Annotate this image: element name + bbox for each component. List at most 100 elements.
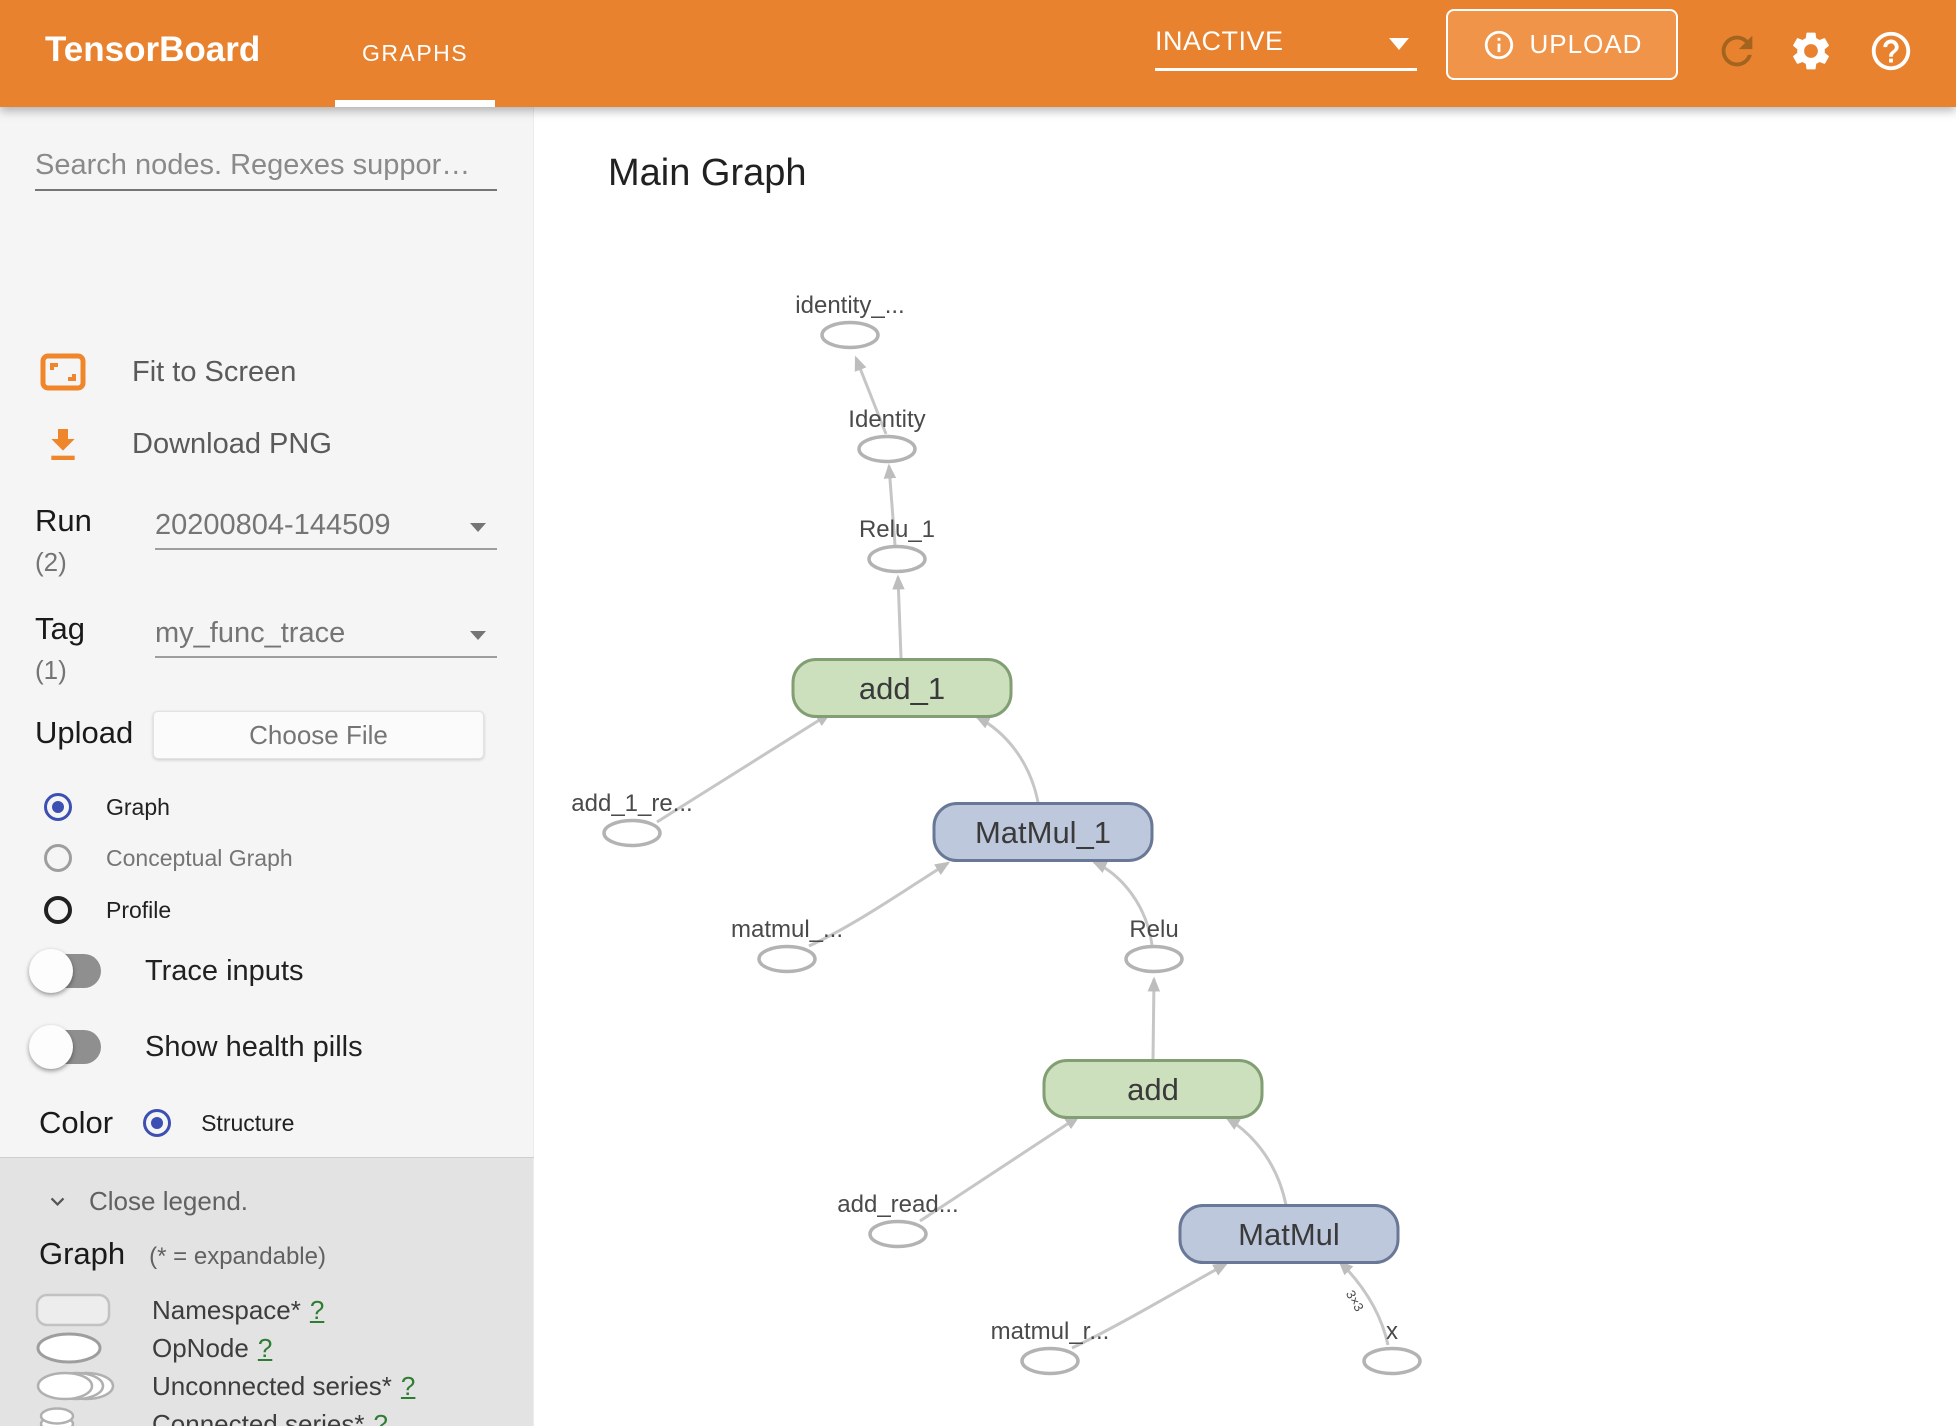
refresh-icon[interactable] — [1714, 28, 1760, 74]
radio-button-icon[interactable] — [44, 896, 72, 924]
legend-item-label: Namespace* — [152, 1294, 301, 1325]
tab-graphs-underline — [335, 100, 495, 107]
fit-to-screen-icon — [40, 353, 86, 391]
legend-help-link[interactable]: ? — [309, 1294, 325, 1325]
legend-item-connected-series: Connected series*? — [35, 1404, 388, 1426]
choose-file-button[interactable]: Choose File — [153, 711, 484, 759]
toggle-track[interactable] — [29, 949, 101, 993]
node-label: add_1_re... — [571, 790, 692, 817]
toggle-label: Trace inputs — [145, 954, 304, 987]
run-dropdown-arrow-icon[interactable] — [470, 523, 486, 532]
run-label: Run — [35, 503, 92, 538]
graph-node-Identity[interactable]: Identity — [848, 406, 926, 464]
run-underline — [155, 548, 497, 550]
toggle-trace-inputs[interactable]: Trace inputs — [29, 949, 304, 993]
graph-node-Relu[interactable]: Relu — [1124, 916, 1184, 974]
radio-label: Conceptual Graph — [106, 844, 293, 871]
toggle-knob[interactable] — [29, 949, 73, 993]
toggle-show-health-pills[interactable]: Show health pills — [29, 1025, 363, 1069]
radio-label: Graph — [106, 793, 170, 820]
app-header: TensorBoard GRAPHS INACTIVE UPLOAD — [0, 0, 1956, 107]
search-input[interactable] — [35, 141, 497, 191]
graph-node-Relu_1[interactable]: Relu_1 — [859, 516, 935, 574]
run-dropdown[interactable]: 20200804-144509 — [155, 509, 391, 541]
graph-node-matmul_read_1[interactable]: matmul_... — [731, 916, 843, 974]
reload-interval-dropdown[interactable]: INACTIVE — [1155, 26, 1417, 71]
edge-add_read-to-add — [919, 1115, 1081, 1223]
legend-help-link[interactable]: ? — [257, 1332, 273, 1363]
graph-node-add_read[interactable]: add_read... — [837, 1191, 959, 1249]
edge-matmul_read_1-to-MatMul_1 — [808, 861, 951, 948]
legend-heading: Graph (* = expandable) — [39, 1236, 326, 1271]
chevron-down-icon — [50, 1197, 65, 1206]
node-label: MatMul_1 — [975, 815, 1111, 850]
node-label: Relu_1 — [859, 516, 935, 543]
sidebar-divider — [0, 1157, 534, 1158]
node-label: x — [1386, 1318, 1398, 1345]
opnode-shape-icon — [36, 1332, 102, 1364]
edge-MatMul-to-add — [1224, 1116, 1288, 1206]
legend-item-namespace: Namespace*? — [35, 1290, 324, 1330]
edge-add_1-to-Relu_1 — [892, 574, 905, 659]
legend-panel: Close legend. Graph (* = expandable) Nam… — [0, 1158, 533, 1426]
close-legend-button[interactable]: Close legend. — [44, 1186, 248, 1217]
page-title: Main Graph — [608, 152, 807, 194]
legend-help-link[interactable]: ? — [373, 1408, 388, 1426]
edge-matmul_read-to-MatMul — [1071, 1262, 1229, 1350]
tab-graphs[interactable]: GRAPHS — [362, 40, 469, 66]
node-label: matmul_r... — [991, 1318, 1110, 1345]
node-label: matmul_... — [731, 916, 843, 943]
graph-edges: 3×3 — [656, 355, 1390, 1350]
graph-node-identity_out[interactable]: identity_... — [795, 292, 905, 350]
download-png-button[interactable]: Download PNG — [40, 424, 332, 464]
radio-profile[interactable]: Profile — [44, 896, 171, 924]
toggle-label: Show health pills — [145, 1030, 363, 1063]
run-count: (2) — [35, 547, 67, 577]
connected-series-shape-icon — [39, 1407, 75, 1426]
radio-button-icon[interactable] — [44, 793, 72, 821]
namespace-shape-icon — [35, 1293, 111, 1327]
node-label: add — [1127, 1072, 1179, 1107]
toggle-track[interactable] — [29, 1025, 101, 1069]
legend-help-link[interactable]: ? — [400, 1370, 416, 1401]
graph-node-x[interactable]: x — [1362, 1318, 1422, 1376]
graph-node-add_1[interactable]: add_1 — [791, 658, 1013, 718]
graph-node-add[interactable]: add — [1042, 1059, 1264, 1119]
radio-graph[interactable]: Graph — [44, 793, 170, 821]
gear-icon[interactable] — [1788, 28, 1834, 74]
color-structure-radio[interactable] — [143, 1109, 172, 1137]
download-icon — [51, 429, 75, 460]
node-label: MatMul — [1238, 1217, 1340, 1252]
node-label: Identity — [848, 406, 925, 433]
tag-dropdown[interactable]: my_func_trace — [155, 617, 346, 649]
legend-item-label: OpNode — [152, 1332, 249, 1363]
graph-node-MatMul[interactable]: MatMul — [1178, 1204, 1400, 1264]
color-label: Color — [39, 1105, 114, 1140]
edge-Relu_1-to-Identity — [883, 463, 897, 546]
radio-conceptual-graph[interactable]: Conceptual Graph — [44, 844, 293, 872]
node-label: add_1 — [859, 671, 945, 706]
graph-node-add_1_read[interactable]: add_1_re... — [571, 790, 693, 848]
graph-node-MatMul_1[interactable]: MatMul_1 — [932, 802, 1154, 862]
tag-label: Tag — [35, 611, 85, 646]
toggle-knob[interactable] — [29, 1025, 73, 1069]
edge-Identity-to-identity_out — [854, 355, 888, 435]
radio-button-icon[interactable] — [44, 844, 72, 872]
graph-node-matmul_read[interactable]: matmul_r... — [991, 1318, 1110, 1376]
fit-to-screen-button[interactable]: Fit to Screen — [40, 353, 296, 391]
legend-item-label: Connected series* — [152, 1408, 365, 1426]
help-icon[interactable] — [1868, 28, 1914, 74]
upload-button[interactable]: UPLOAD — [1446, 9, 1678, 80]
sidebar: Fit to Screen Download PNG Run (2) 20200… — [0, 107, 534, 1426]
edge-add_1_read-to-add_1 — [656, 712, 832, 824]
tag-count: (1) — [35, 655, 67, 685]
radio-label: Profile — [106, 896, 172, 923]
edge-x-to-MatMul — [1338, 1260, 1390, 1346]
color-structure-label: Structure — [201, 1109, 295, 1136]
tag-dropdown-arrow-icon[interactable] — [470, 631, 486, 640]
node-label: identity_... — [795, 292, 904, 319]
edge-add-to-Relu — [1147, 976, 1161, 1060]
